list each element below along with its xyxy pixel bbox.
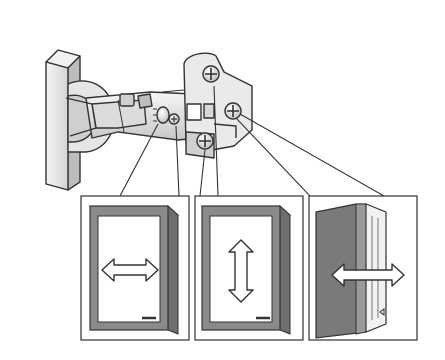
hinge-assembly <box>45 49 253 191</box>
leader-lines <box>119 85 385 197</box>
adjust-panel-side-to-side <box>80 195 190 341</box>
adjust-panel-depth <box>308 195 418 341</box>
adjust-panel-height <box>194 195 304 341</box>
horizontal-double-arrow-icon <box>101 258 159 282</box>
screw-top-mount-icon <box>202 65 220 83</box>
screw-side-adjust-icon <box>153 106 180 125</box>
depth-double-arrow-icon <box>331 263 405 287</box>
screw-height-adjust-icon <box>196 132 214 150</box>
screw-depth-adjust-icon <box>224 102 242 120</box>
vertical-double-arrow-icon <box>228 239 254 303</box>
